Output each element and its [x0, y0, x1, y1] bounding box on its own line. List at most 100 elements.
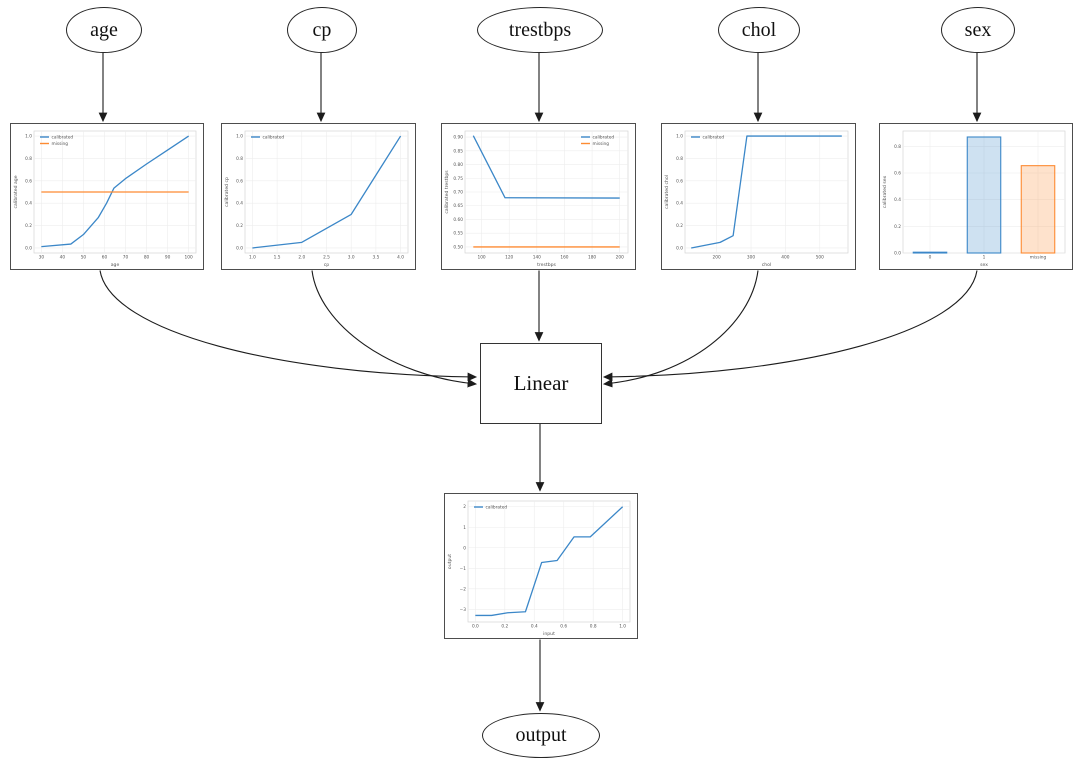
svg-text:160: 160 — [560, 255, 568, 261]
svg-text:0.2: 0.2 — [25, 223, 32, 229]
node-cp-label: cp — [312, 18, 332, 41]
svg-text:0.60: 0.60 — [453, 217, 463, 223]
svg-text:sex: sex — [980, 263, 988, 268]
svg-text:calibrated: calibrated — [486, 505, 508, 511]
svg-text:calibrated cp: calibrated cp — [224, 177, 230, 207]
svg-text:calibrated chol: calibrated chol — [664, 175, 670, 209]
svg-text:0.65: 0.65 — [453, 203, 463, 209]
svg-text:0.90: 0.90 — [453, 135, 463, 141]
svg-text:200: 200 — [616, 255, 624, 261]
svg-text:300: 300 — [747, 255, 755, 261]
svg-text:70: 70 — [123, 255, 129, 261]
svg-text:age: age — [111, 263, 120, 268]
node-chol: chol — [718, 7, 800, 53]
svg-text:0.2: 0.2 — [676, 223, 683, 229]
svg-text:cp: cp — [324, 263, 330, 268]
svg-text:40: 40 — [60, 255, 66, 261]
svg-text:0.4: 0.4 — [894, 197, 901, 203]
node-chol-label: chol — [741, 18, 777, 41]
svg-text:missing: missing — [52, 141, 69, 147]
svg-text:90: 90 — [165, 255, 171, 261]
svg-text:calibrated: calibrated — [52, 135, 74, 141]
svg-text:80: 80 — [144, 255, 150, 261]
svg-text:180: 180 — [588, 255, 596, 261]
node-trestbps: trestbps — [477, 7, 603, 53]
svg-text:calibrated age: calibrated age — [13, 175, 19, 208]
svg-text:0.8: 0.8 — [894, 144, 901, 150]
svg-text:trestbps: trestbps — [537, 262, 556, 268]
node-output: output — [482, 713, 600, 758]
svg-text:0.0: 0.0 — [25, 245, 32, 251]
svg-text:−2: −2 — [460, 586, 467, 592]
svg-text:0.0: 0.0 — [676, 245, 683, 251]
svg-text:0.6: 0.6 — [236, 178, 243, 184]
svg-text:0.8: 0.8 — [676, 156, 683, 162]
svg-text:0.4: 0.4 — [236, 201, 243, 207]
svg-text:0.8: 0.8 — [590, 624, 597, 630]
svg-text:0.0: 0.0 — [236, 245, 243, 251]
svg-text:0: 0 — [463, 545, 466, 551]
svg-text:input: input — [543, 631, 555, 637]
svg-text:0: 0 — [929, 255, 932, 261]
svg-text:2: 2 — [463, 504, 466, 510]
svg-text:0.8: 0.8 — [236, 156, 243, 162]
svg-text:0.6: 0.6 — [25, 178, 32, 184]
svg-text:0.50: 0.50 — [453, 244, 463, 250]
svg-text:1.0: 1.0 — [676, 134, 683, 140]
svg-text:calibrated sex: calibrated sex — [882, 176, 888, 209]
svg-text:3.5: 3.5 — [372, 255, 379, 261]
svg-text:calibrated: calibrated — [703, 135, 725, 141]
svg-text:−3: −3 — [460, 607, 467, 613]
svg-text:500: 500 — [816, 255, 824, 261]
edge-sex-calibrator-to-linear — [602, 270, 978, 382]
svg-text:1.0: 1.0 — [236, 134, 243, 140]
svg-text:120: 120 — [505, 255, 513, 261]
node-sex: sex — [941, 7, 1015, 53]
edge-cp-calibrator-to-linear — [311, 270, 478, 388]
svg-text:0.80: 0.80 — [453, 162, 463, 168]
svg-text:30: 30 — [39, 255, 45, 261]
svg-text:2.5: 2.5 — [323, 255, 330, 261]
svg-text:0.8: 0.8 — [25, 156, 32, 162]
svg-text:0.4: 0.4 — [676, 201, 683, 207]
node-age: age — [66, 7, 142, 53]
svg-text:200: 200 — [713, 255, 721, 261]
svg-text:4.0: 4.0 — [397, 255, 404, 261]
svg-text:0.4: 0.4 — [531, 624, 538, 630]
svg-text:1.0: 1.0 — [619, 624, 626, 630]
svg-text:1.0: 1.0 — [249, 255, 256, 261]
svg-text:output: output — [447, 554, 453, 569]
svg-text:0.6: 0.6 — [560, 624, 567, 630]
svg-text:0.2: 0.2 — [236, 223, 243, 229]
edge-age-calibrator-to-linear — [99, 270, 478, 382]
svg-text:0.85: 0.85 — [453, 148, 463, 154]
svg-text:400: 400 — [781, 255, 789, 261]
svg-text:3.0: 3.0 — [348, 255, 355, 261]
svg-text:100: 100 — [477, 255, 485, 261]
svg-text:calibrated: calibrated — [263, 135, 285, 141]
svg-text:1.0: 1.0 — [25, 134, 32, 140]
svg-text:0.6: 0.6 — [676, 178, 683, 184]
svg-text:0.2: 0.2 — [894, 224, 901, 230]
node-sex-label: sex — [964, 18, 992, 41]
svg-text:0.70: 0.70 — [453, 190, 463, 196]
svg-text:0.55: 0.55 — [453, 231, 463, 237]
node-linear-label: Linear — [513, 371, 569, 395]
svg-text:2.0: 2.0 — [298, 255, 305, 261]
edge-chol-calibrator-to-linear — [602, 270, 759, 388]
svg-text:0.75: 0.75 — [453, 176, 463, 182]
svg-text:0.0: 0.0 — [472, 624, 479, 630]
svg-text:calibrated: calibrated — [593, 135, 615, 141]
svg-text:calibrated trestbps: calibrated trestbps — [444, 170, 450, 214]
svg-text:1: 1 — [463, 525, 466, 531]
